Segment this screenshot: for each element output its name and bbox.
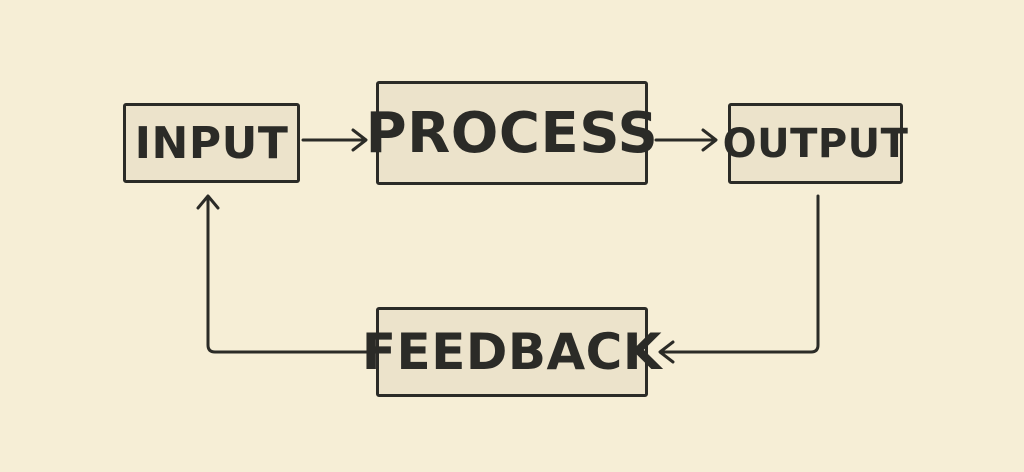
arrowhead-input-to-process (351, 128, 368, 152)
arrow-feedback-to-input (206, 196, 369, 354)
node-output-label: OUTPUT (722, 120, 909, 167)
node-input-label: INPUT (134, 117, 289, 169)
node-feedback: FEEDBACK (362, 307, 662, 397)
arrowhead-output-to-feedback (658, 340, 675, 364)
arrow-output-to-feedback (660, 194, 820, 354)
node-process: PROCESS (366, 81, 658, 185)
node-output: OUTPUT (723, 103, 908, 184)
node-process-label: PROCESS (365, 100, 659, 166)
node-input: INPUT (123, 103, 300, 183)
arrowhead-process-to-output (701, 128, 718, 152)
node-feedback-label: FEEDBACK (361, 323, 663, 381)
arrowhead-feedback-to-input (196, 194, 220, 210)
